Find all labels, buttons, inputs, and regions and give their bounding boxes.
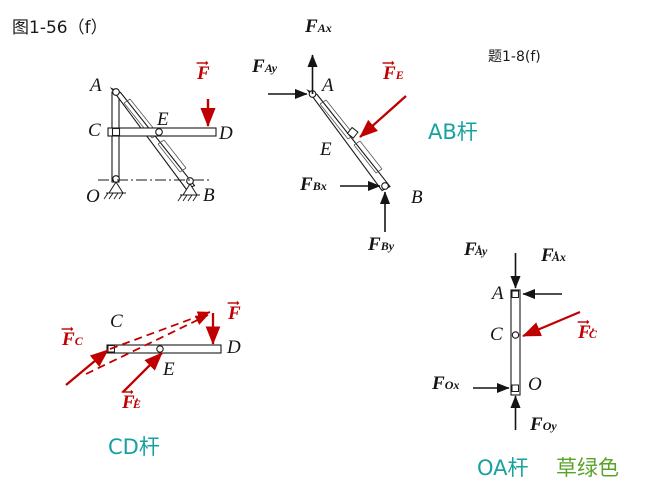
oa-force-fax-prime-symbol: F: [541, 245, 554, 266]
cd-construction-line-1: [109, 311, 211, 350]
oa-label-a: A: [492, 283, 504, 304]
mechanism-label-c: C: [88, 120, 101, 141]
cd-force-f-symbol: F: [228, 303, 241, 324]
oa-force-fc-prime-label: F′C: [577, 319, 597, 343]
cd-force-fc-subscript: C: [74, 334, 83, 348]
ab-force-fay-subscript: Ay: [264, 61, 278, 75]
mechanism-pin-c: [111, 127, 121, 137]
ab-force-fax-symbol: F: [305, 16, 318, 37]
cd-force-fc-symbol: F: [62, 329, 75, 350]
oa-force-fay-prime-symbol: F: [464, 239, 477, 260]
oa-force-fox-symbol: F: [432, 373, 445, 394]
mechanism-oa-member: [111, 91, 120, 183]
oa-force-fc-prime-arrow: [522, 310, 581, 338]
cd-pin-e: [156, 345, 164, 353]
oa-force-foy-symbol: F: [530, 414, 543, 435]
mechanism-ab-member: [109, 87, 196, 191]
oa-force-fox-subscript: Ox: [444, 378, 460, 392]
oa-force-foy-label: FOy: [530, 415, 557, 434]
ab-force-fe-symbol: F: [383, 63, 396, 84]
cd-label-c: C: [110, 311, 123, 332]
ab-force-fby-label: FBy: [368, 235, 394, 254]
oa-pin-c: [511, 331, 520, 339]
mechanism-pin-e: [155, 128, 163, 136]
oa-pin-a: [511, 290, 519, 298]
mechanism-drawing: [98, 87, 217, 202]
cd-construction-line-2: [85, 314, 209, 375]
cd-force-fc-label: FC: [61, 326, 83, 350]
oa-rod-drawing: [473, 253, 581, 430]
ab-rod-drawing: [268, 54, 407, 232]
ab-force-fax-subscript: Ax: [317, 21, 332, 35]
oa-pin-o: [511, 384, 519, 392]
figure-title: 图1-56（f）: [12, 18, 108, 38]
ab-label-a: A: [322, 75, 334, 96]
oa-force-fc-prime-subscript: C: [588, 327, 597, 341]
oa-rod-caption: OA杆: [477, 456, 529, 480]
ab-force-fe-subscript: E: [395, 68, 404, 82]
cd-rod-drawing: [65, 311, 222, 393]
oa-prime-mark-2: ′: [553, 249, 558, 265]
oa-force-foy-subscript: Oy: [542, 419, 557, 433]
ab-force-fby-symbol: F: [368, 234, 381, 255]
mechanism-support-b: [177, 183, 200, 202]
ab-force-fay-label: FAy: [252, 57, 277, 76]
oa-label-o: O: [528, 374, 542, 395]
ab-pin-b: [381, 182, 389, 190]
oa-force-fax-prime-subscript: Ax: [551, 250, 566, 264]
ab-force-fbx-subscript: Bx: [312, 179, 327, 193]
ab-label-e: E: [320, 139, 332, 160]
ab-rod-caption: AB杆: [428, 120, 478, 144]
oa-force-fay-prime-label: F′Ay: [464, 240, 487, 259]
oa-force-fox-label: FOx: [432, 374, 459, 393]
cd-force-fe-prime-subscript: E: [132, 397, 141, 411]
mechanism-label-b: B: [203, 185, 215, 206]
ab-force-fax-label: FAx: [305, 17, 332, 36]
mechanism-force-f-text: F: [197, 63, 210, 84]
mechanism-label-e: E: [157, 109, 169, 130]
mechanism-label-o: O: [86, 186, 100, 207]
ab-force-fbx-label: FBx: [300, 175, 327, 194]
cd-label-d: D: [227, 337, 241, 358]
mechanism-force-f-label: F: [196, 60, 210, 84]
mechanism-label-a: A: [90, 75, 102, 96]
oa-force-fay-prime-subscript: Ay: [474, 244, 488, 258]
cd-force-f-label: F: [227, 300, 241, 324]
ab-force-fay-symbol: F: [252, 56, 265, 77]
cd-force-prime-mark: ′: [134, 396, 139, 412]
cd-rod-caption: CD杆: [108, 435, 160, 459]
oa-force-fax-prime-label: F′Ax: [541, 246, 566, 265]
cd-force-fe-prime-label: F′E: [121, 389, 141, 413]
cd-force-fe-prime-arrow: [122, 352, 163, 393]
cd-force-fc-arrow: [65, 349, 109, 386]
cd-label-e: E: [163, 359, 175, 380]
ab-force-fe-arrow: [359, 95, 407, 138]
oa-force-fc-prime-symbol: F: [578, 322, 591, 343]
ab-force-fby-subscript: By: [380, 239, 395, 253]
oa-label-c: C: [490, 324, 503, 345]
ab-label-b: B: [411, 187, 423, 208]
oa-prime-mark-1: ′: [476, 243, 481, 259]
mechanism-support-o: [103, 181, 126, 200]
ab-pin-e: [346, 126, 359, 139]
oa-rod-caption-extra: 草绿色: [556, 456, 619, 480]
oa-prime-mark-3: ′: [590, 326, 595, 342]
mechanism-label-d: D: [219, 123, 233, 144]
mechanism-pin-a: [112, 88, 120, 96]
cd-force-fe-prime-symbol: F: [122, 392, 135, 413]
problem-number: 题1-8(f): [488, 49, 541, 65]
ab-force-fbx-symbol: F: [300, 174, 313, 195]
ab-force-fe-label: FE: [382, 60, 404, 84]
